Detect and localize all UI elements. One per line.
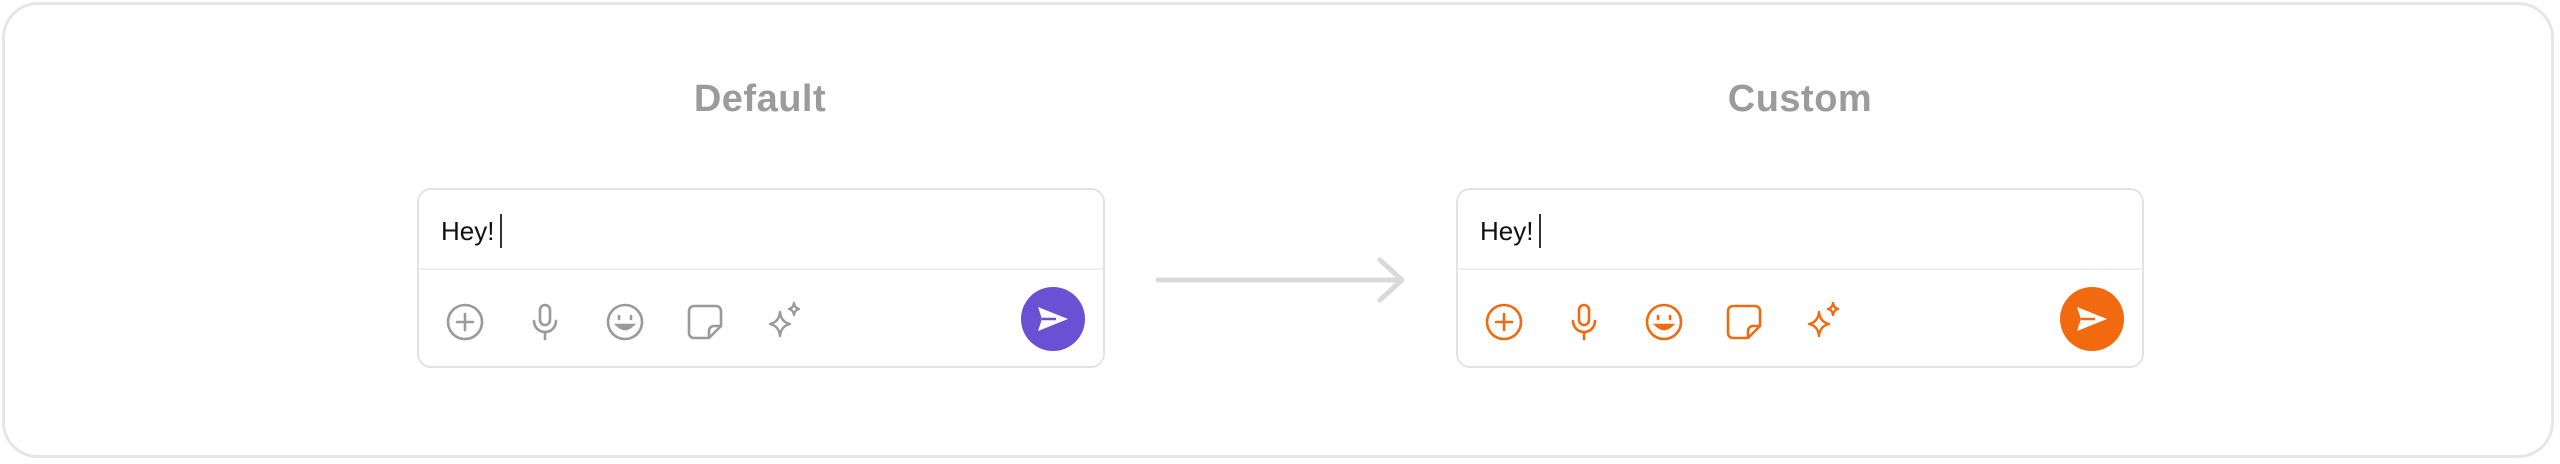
- send-icon: [1038, 307, 1068, 331]
- arrow-right-icon: [1155, 257, 1405, 303]
- add-circle-icon[interactable]: [441, 298, 489, 346]
- panel-title-custom: Custom: [1727, 78, 1873, 120]
- send-icon: [2077, 307, 2107, 331]
- message-input-row[interactable]: Hey!: [419, 190, 1103, 270]
- text-caret: [500, 214, 503, 248]
- sticker-icon[interactable]: [681, 298, 729, 346]
- text-caret: [1539, 214, 1542, 248]
- send-button[interactable]: [1021, 287, 1085, 351]
- message-composer-default: Hey!: [417, 188, 1105, 368]
- comparison-frame: [2, 2, 2554, 458]
- sparkle-icon[interactable]: [1800, 298, 1848, 346]
- message-input-value: Hey!: [1480, 215, 1534, 246]
- add-circle-icon[interactable]: [1480, 298, 1528, 346]
- message-input[interactable]: Hey!: [1480, 214, 1542, 248]
- message-composer-custom: Hey!: [1456, 188, 2144, 368]
- panel-title-default: Default: [693, 78, 827, 120]
- emoji-icon[interactable]: [1640, 298, 1688, 346]
- send-button[interactable]: [2060, 287, 2124, 351]
- message-input-row[interactable]: Hey!: [1458, 190, 2142, 270]
- microphone-icon[interactable]: [521, 298, 569, 346]
- message-input-value: Hey!: [441, 215, 495, 246]
- sticker-icon[interactable]: [1720, 298, 1768, 346]
- emoji-icon[interactable]: [601, 298, 649, 346]
- microphone-icon[interactable]: [1560, 298, 1608, 346]
- message-input[interactable]: Hey!: [441, 214, 503, 248]
- sparkle-icon[interactable]: [761, 298, 809, 346]
